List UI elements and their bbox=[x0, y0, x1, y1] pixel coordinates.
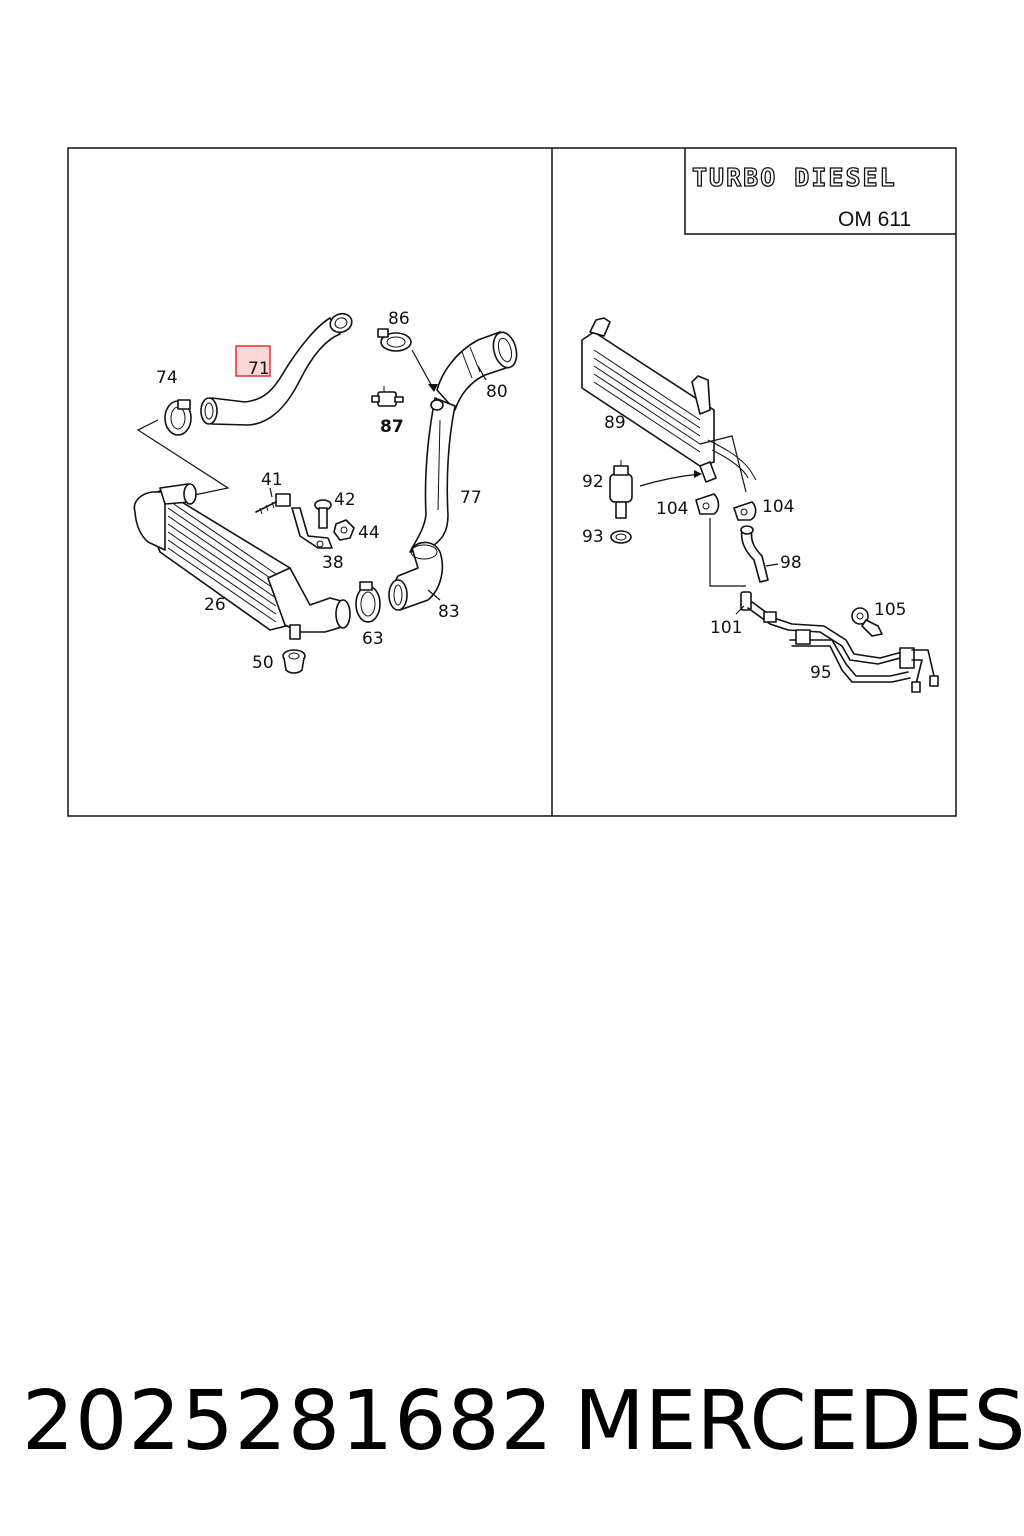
label-50: 50 bbox=[252, 653, 274, 673]
label-42: 42 bbox=[334, 490, 356, 510]
label-105: 105 bbox=[874, 600, 906, 620]
part-number: 2025281682 bbox=[22, 1374, 554, 1469]
label-74: 74 bbox=[156, 368, 178, 388]
part-104a-clip[interactable] bbox=[695, 493, 720, 515]
label-38: 38 bbox=[322, 553, 344, 573]
title-box: TURBO DIESEL OM 611 bbox=[684, 148, 956, 235]
part-50-grommet[interactable] bbox=[282, 649, 306, 674]
part-41-screw[interactable] bbox=[255, 493, 291, 515]
part-87-connector[interactable] bbox=[371, 386, 404, 407]
part-93-oring[interactable] bbox=[610, 530, 632, 544]
part-71-hose[interactable] bbox=[200, 311, 354, 426]
parts-diagram: TURBO DIESEL OM 611 71 74 86 87 bbox=[67, 147, 957, 817]
label-63: 63 bbox=[362, 629, 384, 649]
label-104a: 104 bbox=[656, 499, 688, 519]
label-86: 86 bbox=[388, 309, 410, 329]
leader-104-bracket bbox=[709, 518, 746, 587]
leader-89-bracket bbox=[699, 435, 747, 493]
label-77: 77 bbox=[460, 488, 482, 508]
label-44: 44 bbox=[358, 523, 380, 543]
diagram-frame bbox=[67, 147, 957, 817]
part-98-hose[interactable] bbox=[740, 525, 769, 583]
part-83-hose[interactable] bbox=[388, 541, 444, 611]
label-87: 87 bbox=[380, 417, 404, 437]
part-71-highlight bbox=[235, 345, 271, 377]
label-98: 98 bbox=[780, 553, 802, 573]
label-89: 89 bbox=[604, 413, 626, 433]
label-104b: 104 bbox=[762, 497, 794, 517]
leader-92 bbox=[639, 473, 701, 487]
part-42-bolt[interactable] bbox=[314, 499, 332, 529]
leader-bracket-74 bbox=[136, 419, 230, 499]
part-101-hose[interactable] bbox=[740, 591, 752, 611]
leader-98 bbox=[765, 563, 779, 567]
label-26: 26 bbox=[204, 595, 226, 615]
brand-name: MERCEDES bbox=[574, 1374, 1024, 1469]
part-89-oil-cooler[interactable] bbox=[581, 317, 757, 483]
leader-83 bbox=[427, 589, 441, 601]
title-engine-code: OM 611 bbox=[838, 208, 911, 231]
part-63-clamp[interactable] bbox=[355, 581, 381, 623]
leader-41 bbox=[269, 487, 273, 498]
part-26-intercooler[interactable] bbox=[133, 483, 351, 640]
leader-101 bbox=[735, 605, 745, 615]
label-92: 92 bbox=[582, 472, 604, 492]
label-71: 71 bbox=[248, 359, 270, 379]
part-105-bolt[interactable] bbox=[851, 607, 883, 637]
part-92-sensor[interactable] bbox=[609, 460, 633, 519]
leader-80 bbox=[477, 365, 487, 381]
part-77-pipe-lower[interactable] bbox=[409, 397, 456, 553]
part-38-bracket[interactable] bbox=[291, 507, 333, 549]
label-41: 41 bbox=[261, 470, 283, 490]
part-80-pipe-upper[interactable] bbox=[436, 330, 520, 411]
part-95-oil-lines[interactable] bbox=[747, 601, 939, 693]
part-74-clamp[interactable] bbox=[164, 399, 192, 436]
label-101: 101 bbox=[710, 618, 742, 638]
label-80: 80 bbox=[486, 382, 508, 402]
label-95: 95 bbox=[810, 663, 832, 683]
label-93: 93 bbox=[582, 527, 604, 547]
footer: 2025281682 MERCEDES bbox=[0, 1372, 1024, 1472]
part-86-clamp[interactable] bbox=[377, 328, 412, 352]
label-83: 83 bbox=[438, 602, 460, 622]
part-44-nut[interactable] bbox=[333, 519, 355, 541]
title-turbo-diesel: TURBO DIESEL bbox=[692, 163, 897, 192]
part-104b-clip[interactable] bbox=[733, 501, 757, 521]
arrow-92 bbox=[694, 470, 702, 478]
leader-86 bbox=[411, 349, 435, 391]
arrow-86 bbox=[428, 384, 438, 392]
